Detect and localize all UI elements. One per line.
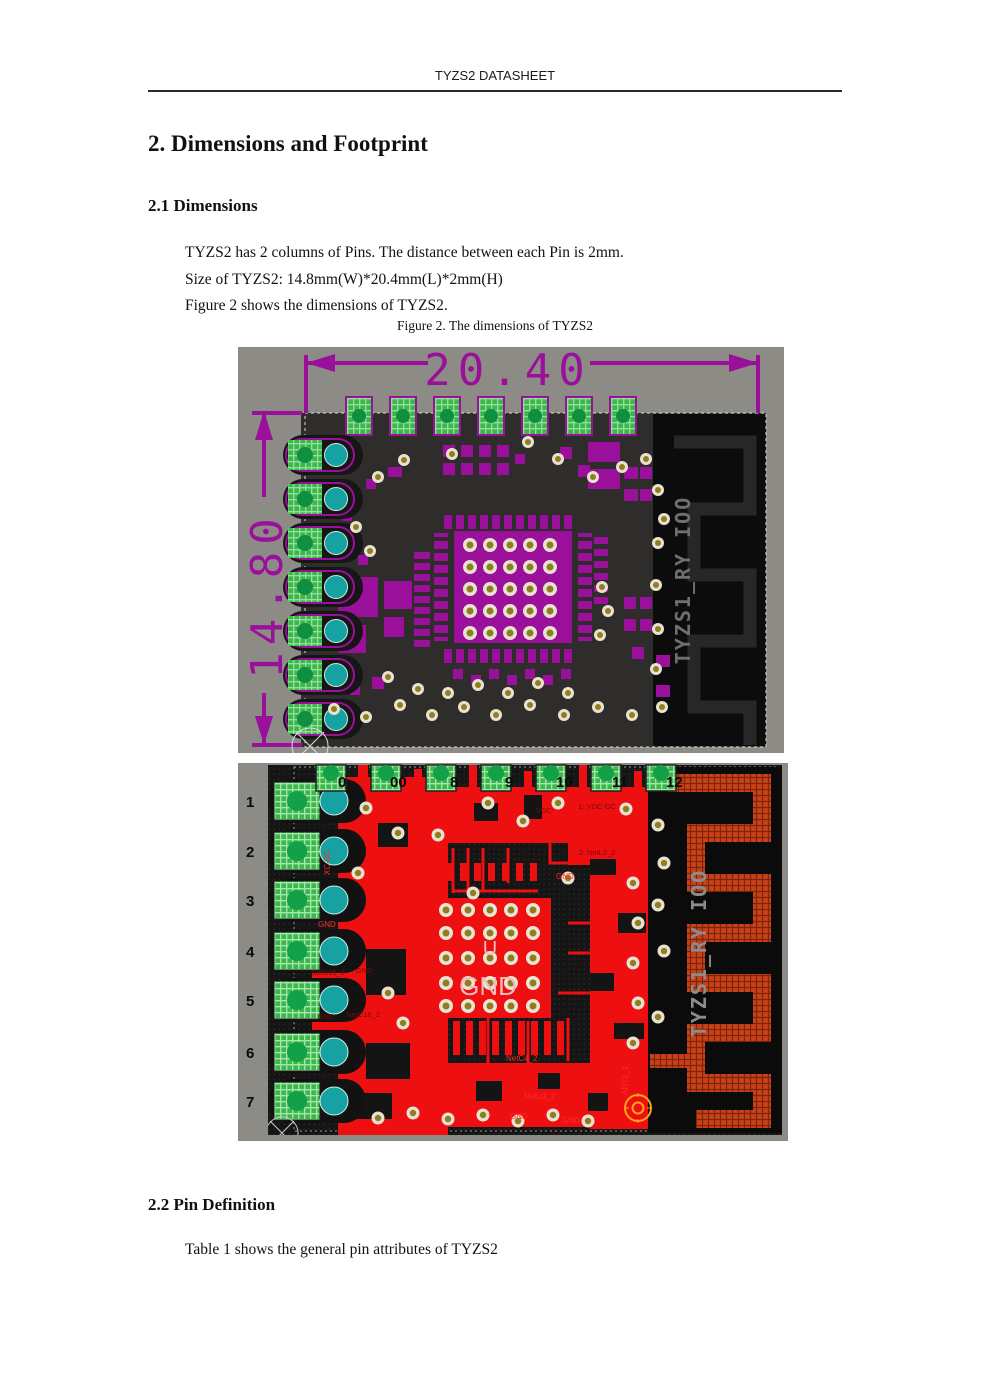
subsection-dimensions-title: 2.1 Dimensions (148, 196, 258, 215)
svg-text:XC-DC: XC-DC (323, 849, 332, 875)
dimension-width-label: 20.40 (424, 347, 591, 396)
svg-text:GND: GND (356, 966, 373, 975)
svg-text:6: 6 (246, 1045, 254, 1062)
svg-text:5: 5 (246, 993, 254, 1010)
figure1-pcb-dimension-view: TYZS1_RY IOO 20.40 14.80 (238, 347, 784, 753)
svg-text:1: 1 (246, 794, 254, 811)
svg-text:7: 7 (246, 1094, 254, 1111)
svg-text:NetC16_2: NetC16_2 (346, 1010, 380, 1019)
antenna-feed-marker (624, 1093, 652, 1123)
top-pads (345, 396, 637, 436)
svg-text:GND: GND (556, 872, 574, 881)
antenna-region: TYZS1_RY IOO (653, 414, 766, 746)
svg-text:8: 8 (450, 774, 458, 791)
figure1-svg: TYZS1_RY IOO 20.40 14.80 (238, 347, 784, 753)
header-rule (148, 90, 842, 92)
pin-definition-paragraph: Table 1 shows the general pin attributes… (185, 1241, 498, 1258)
svg-text:2: 2 (246, 844, 254, 861)
svg-text:GND: GND (510, 1112, 528, 1121)
copper-traces (366, 821, 650, 1111)
svg-text:NetC15_2: NetC15_2 (311, 968, 345, 977)
center-footprint: U GND (439, 903, 540, 1013)
svg-text:VDC-: VDC- (536, 806, 555, 815)
antenna-silkscreen-text-2: TYZS1_RY IOO (687, 869, 711, 1038)
svg-text:GND: GND (318, 1012, 335, 1021)
svg-text:10: 10 (556, 774, 573, 791)
subsection-pin-definition-title: 2.2 Pin Definition (148, 1195, 276, 1214)
paragraph-line-2: Size of TYZS2: 14.8mm(W)*20.4mm(L)*2mm(H… (185, 270, 503, 288)
qfn-footprint (434, 515, 592, 663)
svg-text:1: VDC-DC: 1: VDC-DC (578, 802, 616, 811)
paragraph-line-3: Figure 2 shows the dimensions of TYZS2. (185, 297, 448, 314)
section-title: 2. Dimensions and Footprint (148, 131, 428, 156)
svg-text:GND: GND (318, 920, 336, 929)
top-pad-numbers: 0 00 8 9 10 11 12 (338, 774, 683, 791)
paragraph-line-1: TYZS2 has 2 columns of Pins. The distanc… (185, 244, 624, 261)
svg-text:ANT1_1: ANT1_1 (621, 1065, 630, 1095)
svg-text:2: NetL2_2: 2: NetL2_2 (579, 848, 616, 857)
antenna-silkscreen-text: TYZS1_RY IOO (671, 496, 695, 665)
center-designator: U (483, 938, 497, 960)
figure2-svg: TYZS1_RY IOO 0 00 8 9 10 11 12 U (238, 763, 788, 1141)
svg-text:3: 3 (246, 893, 254, 910)
image-frame (238, 763, 788, 1141)
left-pad-numbers: 1 2 3 4 5 6 7 (246, 794, 255, 1111)
svg-text:NetC4_2: NetC4_2 (506, 1054, 538, 1063)
svg-text:11: 11 (612, 774, 628, 791)
net-labels: 1: VDC-DC 2: NetL2_2 GND VDC- XC-DC GND … (311, 802, 630, 1125)
left-pads-2 (267, 778, 367, 1124)
svg-text:9: 9 (505, 774, 513, 791)
svg-text:GND: GND (562, 1116, 580, 1125)
antenna-region-2: TYZS1_RY IOO (648, 767, 782, 1133)
component-openings (356, 795, 646, 1119)
svg-text:4: 4 (246, 944, 255, 961)
origin-marker (291, 727, 329, 753)
page-header-title: TYZS2 DATASHEET (434, 68, 556, 83)
svg-text:00: 00 (390, 774, 407, 791)
figure-caption: Figure 2. The dimensions of TYZS2 (397, 318, 593, 333)
figure2-pcb-footprint-view: TYZS1_RY IOO 0 00 8 9 10 11 12 U (238, 763, 788, 1141)
center-net-label: GND (459, 971, 517, 1001)
width-dimension: 20.40 (304, 347, 760, 413)
svg-text:NetU1_2: NetU1_2 (524, 1092, 556, 1101)
svg-text:0: 0 (338, 774, 346, 791)
svg-text:12: 12 (666, 774, 683, 791)
dimensions-paragraph: TYZS2 has 2 columns of Pins. The distanc… (185, 240, 624, 320)
